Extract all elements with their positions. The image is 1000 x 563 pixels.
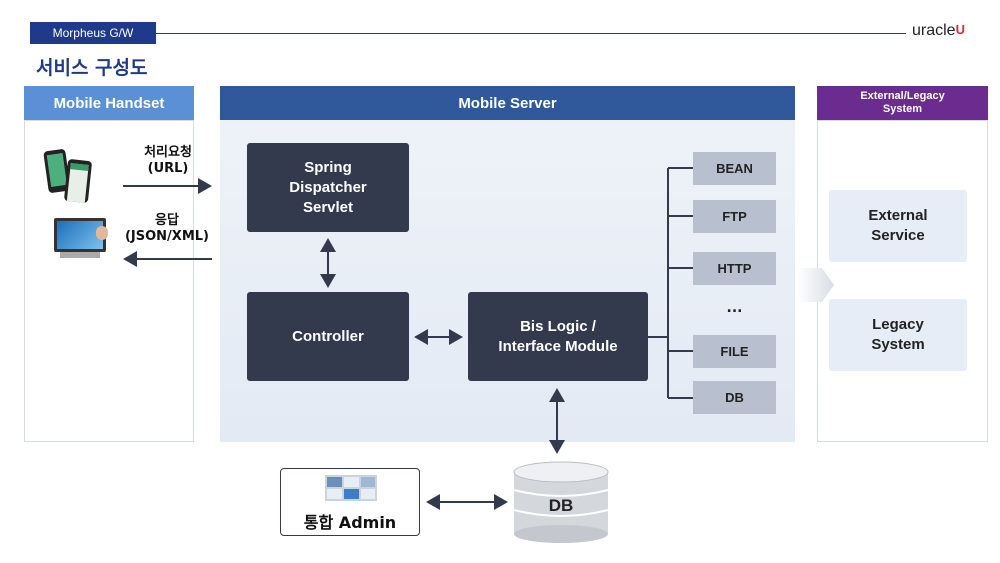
- page-title: 서비스 구성도: [36, 57, 148, 79]
- tablet-image: [54, 218, 110, 260]
- product-tag: Morpheus G/W: [30, 22, 156, 44]
- external-panel: [817, 120, 988, 442]
- bis-logic-interface-module-box: Bis Logic / Interface Module: [468, 292, 648, 381]
- chip-file: FILE: [693, 335, 776, 368]
- server-to-external-arrow: [798, 268, 834, 302]
- chip-bean: BEAN: [693, 152, 776, 185]
- request-label: 처리요청 (URL): [144, 145, 192, 176]
- header-divider: [156, 33, 906, 34]
- chip-db: DB: [693, 381, 776, 414]
- db-label: DB: [548, 496, 574, 515]
- admin-label: 통합 Admin: [303, 513, 397, 532]
- external-service-box: External Service: [829, 190, 967, 262]
- brand-logo: uracleU: [912, 22, 965, 39]
- monitor-wall-icon: [325, 475, 377, 501]
- column-header-mobile-handset: Mobile Handset: [24, 86, 194, 120]
- column-header-external-legacy: External/Legacy System: [817, 86, 988, 120]
- legacy-system-box: Legacy System: [829, 299, 967, 371]
- response-label: 응답 (JSON/XML): [124, 213, 209, 244]
- chip-ellipsis: ...: [726, 300, 743, 316]
- chip-http: HTTP: [693, 252, 776, 285]
- chip-ftp: FTP: [693, 200, 776, 233]
- controller-box: Controller: [247, 292, 409, 381]
- database-icon: [513, 461, 609, 543]
- spring-dispatcher-servlet-box: Spring Dispatcher Servlet: [247, 143, 409, 232]
- integrated-admin-box: 통합 Admin: [280, 468, 420, 536]
- column-header-mobile-server: Mobile Server: [220, 86, 795, 120]
